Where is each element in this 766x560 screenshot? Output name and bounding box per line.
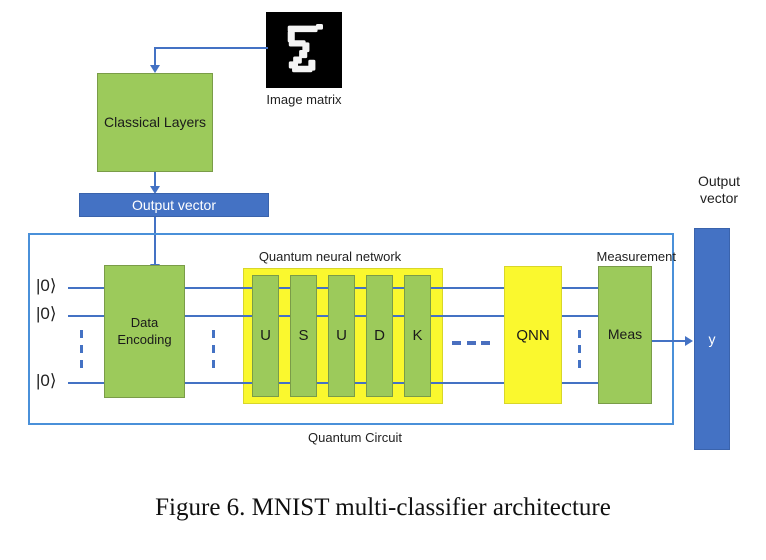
qubit-label-1: |0⟩ <box>36 304 57 323</box>
classical-layers-block: Classical Layers <box>97 73 213 172</box>
quantum-circuit-frame <box>28 233 674 425</box>
image-matrix-label: Image matrix <box>266 92 342 107</box>
qubit-ellipsis-mid <box>212 330 215 368</box>
wire-q1-enc-to-qnn <box>185 315 250 317</box>
output-vector-bar: Output vector <box>79 193 269 217</box>
wire-q2-qnngroup-to-qnnblock <box>443 382 505 384</box>
qnn-group-label: Quantum neural network <box>258 249 402 264</box>
wire-q1-qnngroup-to-qnnblock <box>443 315 505 317</box>
wire-q0-qnngroup-to-qnnblock <box>443 287 505 289</box>
measurement-block: Meas <box>598 266 652 404</box>
wire-q2-enc-to-qnn <box>185 382 250 384</box>
wire-meas-to-output <box>652 336 693 346</box>
measurement-block-label: Meas <box>607 326 643 343</box>
qubit-ellipsis-left <box>80 330 83 368</box>
wire-q1-in <box>68 315 104 317</box>
quantum-circuit-title: Quantum Circuit <box>308 430 402 445</box>
output-vector-label: Output vector <box>131 197 217 213</box>
figure-caption: Figure 6. MNIST multi-classifier archite… <box>155 494 611 521</box>
wire-q2-in <box>68 382 104 384</box>
measurement-group-label: Measurement <box>596 249 676 264</box>
wire-q0-enc-to-qnn <box>185 287 250 289</box>
data-encoding-label: Data Encoding <box>117 315 172 347</box>
gate-label-1: S <box>298 326 309 344</box>
output-vector-column: y <box>694 228 730 450</box>
data-encoding-block: Data Encoding <box>104 265 185 398</box>
gate-label-4: K <box>412 326 423 344</box>
qubit-label-2: |0⟩ <box>36 371 57 390</box>
gate-block-0: U <box>252 275 279 397</box>
qnn-repeat-ellipsis <box>452 341 490 345</box>
wire-classical-to-outputvector <box>150 172 160 194</box>
qubit-ellipsis-right <box>578 330 581 368</box>
gate-label-2: U <box>336 326 347 344</box>
gate-block-1: S <box>290 275 317 397</box>
wire-image-to-classical-horizontal <box>154 47 268 49</box>
output-vector-title: Output vector <box>697 173 741 206</box>
gate-label-0: U <box>260 326 271 344</box>
wire-q1-qnn-to-meas <box>562 315 598 317</box>
gate-block-2: U <box>328 275 355 397</box>
gate-label-3: D <box>374 326 385 344</box>
output-vector-value-label: y <box>708 331 716 347</box>
qnn-block: QNN <box>504 266 562 404</box>
classical-layers-label: Classical Layers <box>104 113 206 130</box>
wire-q2-qnn-to-meas <box>562 382 598 384</box>
mnist-digit-five-glyph <box>266 12 342 88</box>
mnist-image-tile <box>266 12 342 88</box>
wire-q0-in <box>68 287 104 289</box>
gate-block-3: D <box>366 275 393 397</box>
gate-block-4: K <box>404 275 431 397</box>
wire-image-to-classical-vertical <box>150 47 160 73</box>
qubit-label-0: |0⟩ <box>36 276 57 295</box>
wire-q0-qnn-to-meas <box>562 287 598 289</box>
qnn-block-label: QNN <box>516 326 550 344</box>
